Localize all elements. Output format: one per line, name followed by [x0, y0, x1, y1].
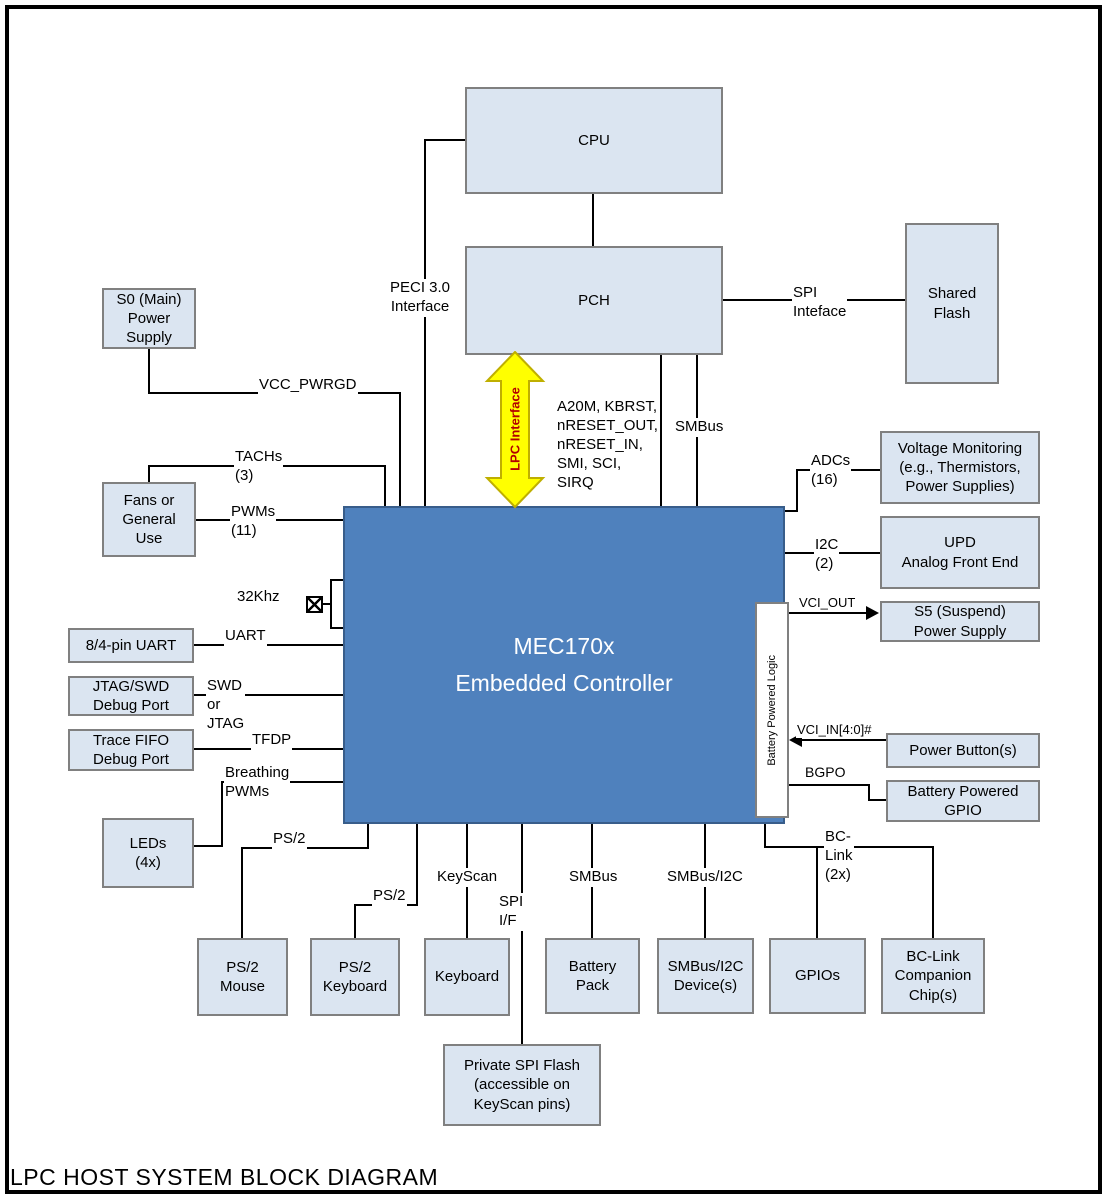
block-shared-flash: Shared Flash: [905, 223, 999, 384]
crystal-32khz-icon: [306, 596, 323, 613]
wire-segment: [194, 644, 344, 646]
wire-label-pwms-11: PWMs (11): [230, 503, 277, 541]
wire-label-tachs-3: TACHs (3): [234, 448, 284, 486]
wire-segment: [148, 465, 150, 483]
block-ps2-keyboard: PS/2 Keyboard: [310, 938, 400, 1016]
block-upd-analog-front-end: UPD Analog Front End: [880, 516, 1040, 589]
block-8-4-pin-uart: 8/4-pin UART: [68, 628, 194, 663]
wire-label-vci-in: VCI_IN[4:0]#: [796, 722, 873, 739]
wire-label-uart: UART: [224, 627, 267, 646]
block-fans-or-general-use: Fans or General Use: [102, 482, 196, 557]
block-battery-powered-gpio: Battery Powered GPIO: [886, 780, 1040, 822]
wire-segment: [194, 694, 344, 696]
wire-label-spi-interface: SPI Inteface: [792, 284, 848, 322]
wire-segment: [330, 627, 344, 629]
block-cpu: CPU: [465, 87, 723, 194]
block-ps2-mouse: PS/2 Mouse: [197, 938, 288, 1016]
wire-label-smbus-battery: SMBus: [568, 868, 619, 887]
wire-segment: [789, 612, 869, 614]
wire-segment: [592, 194, 594, 246]
block-mec170x-embedded-controller: MEC170x Embedded Controller: [343, 506, 785, 824]
block-gpios: GPIOs: [769, 938, 866, 1014]
wire-label-32khz: 32Khz: [236, 588, 281, 607]
wire-segment: [193, 845, 223, 847]
block-power-buttons: Power Button(s): [886, 733, 1040, 768]
wire-segment: [932, 846, 934, 938]
lpc-arrow-shape: [484, 351, 546, 509]
lpc-interface-label: LPC Interface: [508, 387, 523, 471]
wire-segment: [800, 739, 887, 741]
block-private-spi-flash: Private SPI Flash (accessible on KeyScan…: [443, 1044, 601, 1126]
wire-label-swd-or-jtag: SWD or JTAG: [206, 677, 246, 734]
wire-label-i2c-2: I2C (2): [814, 536, 840, 574]
wire-segment: [868, 799, 887, 801]
wire-label-keyscan: KeyScan: [436, 868, 499, 887]
wire-segment: [424, 139, 426, 507]
wire-label-smbus-host: SMBus: [674, 418, 725, 437]
block-bc-link-companion-chips: BC-Link Companion Chip(s): [881, 938, 985, 1014]
battery-powered-logic-label: Battery Powered Logic: [766, 654, 778, 766]
block-keyboard: Keyboard: [424, 938, 510, 1016]
block-battery-pack: Battery Pack: [545, 938, 640, 1014]
lpc-interface-double-arrow-icon: LPC Interface: [484, 351, 546, 509]
wire-segment: [785, 510, 798, 512]
wire-label-adcs-16: ADCs (16): [810, 452, 852, 490]
wire-label-peci-interface: PECI 3.0 Interface: [382, 279, 458, 317]
wire-segment: [221, 781, 223, 847]
wire-segment: [367, 824, 369, 849]
wire-label-ps2-mouse: PS/2: [272, 830, 307, 849]
wire-segment: [321, 603, 332, 605]
wire-segment: [764, 824, 766, 848]
block-battery-powered-logic: Battery Powered Logic: [755, 602, 789, 818]
page-border: [5, 5, 1102, 1194]
wire-segment: [789, 784, 870, 786]
wire-segment: [384, 465, 386, 507]
diagram-title: LPC HOST SYSTEM BLOCK DIAGRAM: [10, 1164, 439, 1190]
wire-segment: [399, 392, 401, 507]
wire-label-spi-if: SPI I/F: [498, 893, 525, 931]
wire-label-vcc-pwrgd: VCC_PWRGD: [258, 376, 358, 395]
wire-label-host-signals: A20M, KBRST, nRESET_OUT, nRESET_IN, SMI,…: [556, 398, 659, 493]
wire-label-ps2-keyboard: PS/2: [372, 887, 407, 906]
block-trace-fifo-debug-port: Trace FIFO Debug Port: [68, 729, 194, 771]
wire-segment: [241, 847, 243, 938]
wire-segment: [521, 824, 523, 1044]
block-jtag-swd-debug-port: JTAG/SWD Debug Port: [68, 676, 194, 716]
wire-segment: [424, 139, 466, 141]
block-pch: PCH: [465, 246, 723, 355]
wire-segment: [660, 355, 662, 507]
block-leds-4x: LEDs (4x): [102, 818, 194, 888]
block-s5-suspend-power-supply: S5 (Suspend) Power Supply: [880, 601, 1040, 642]
wire-segment: [416, 824, 418, 906]
vci-out-arrowhead: [866, 606, 879, 620]
wire-label-smbus-i2c: SMBus/I2C: [666, 868, 744, 887]
wire-label-bgpo: BGPO: [804, 764, 847, 782]
wire-label-breathing-pwms: Breathing PWMs: [224, 764, 291, 802]
wire-label-vci-out: VCI_OUT: [798, 595, 857, 612]
wire-segment: [868, 784, 870, 801]
block-smbus-i2c-devices: SMBus/I2C Device(s): [657, 938, 754, 1014]
block-voltage-monitoring: Voltage Monitoring (e.g., Thermistors, P…: [880, 431, 1040, 504]
wire-segment: [796, 469, 798, 512]
wire-label-tfdp: TFDP: [251, 731, 293, 750]
wire-label-bc-link-2x: BC-Link (2x): [824, 828, 854, 885]
wire-segment: [354, 904, 356, 938]
wire-segment: [148, 349, 150, 394]
wire-segment: [330, 579, 344, 581]
block-s0-main-power-supply: S0 (Main) Power Supply: [102, 288, 196, 349]
wire-segment: [816, 846, 818, 938]
